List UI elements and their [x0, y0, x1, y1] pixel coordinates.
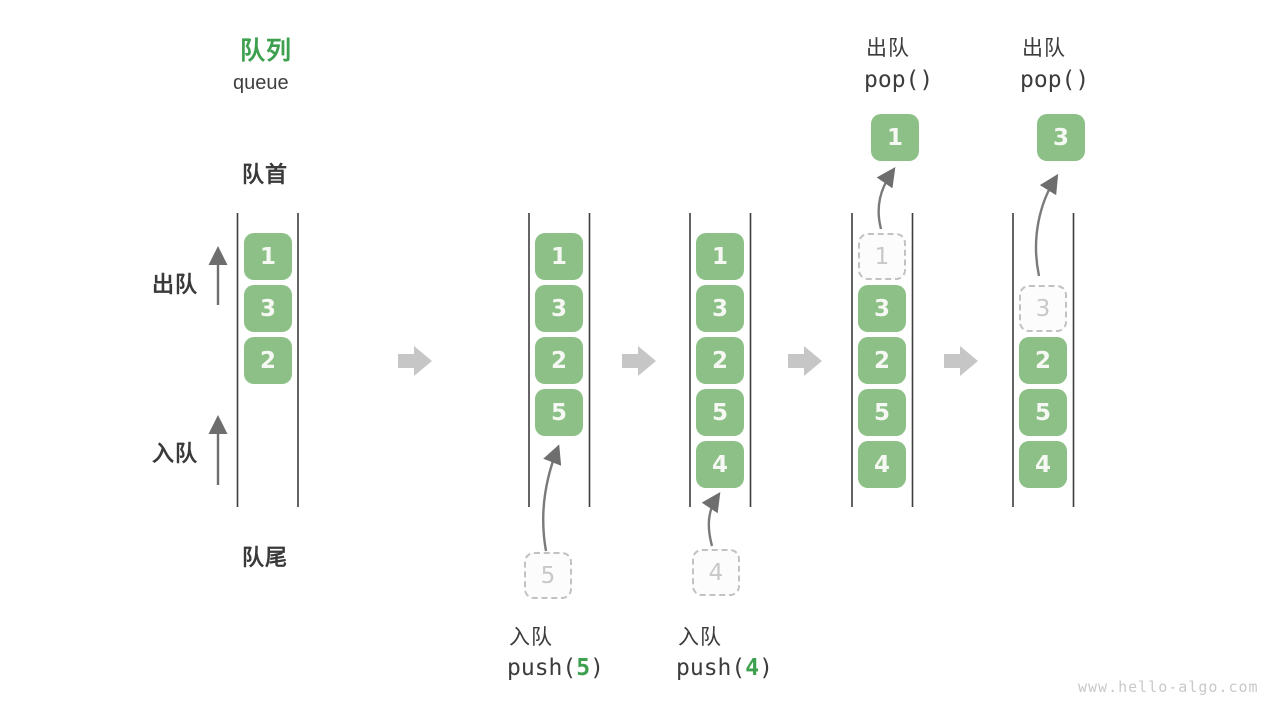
dequeue-op-code: pop()	[1020, 67, 1090, 93]
pop-1-arrow-icon	[876, 167, 896, 230]
queue-cell: 2	[1019, 337, 1067, 384]
label-queue-rear: 队尾	[242, 545, 289, 570]
enqueue-op-label: 入队	[678, 626, 722, 649]
queue-cell: 2	[696, 337, 744, 384]
watermark: www.hello-algo.com	[1078, 678, 1259, 696]
page-subtitle: queue	[233, 72, 289, 94]
queue-cell: 3	[696, 285, 744, 332]
queue-cell: 3	[535, 285, 583, 332]
queue-cell: 1	[535, 233, 583, 280]
queue-cell: 2	[535, 337, 583, 384]
label-dequeue-side: 出队	[152, 272, 199, 297]
code-arg: 4	[745, 655, 760, 681]
push-5-arrow-icon	[541, 444, 562, 552]
page-title: 队列	[240, 37, 293, 65]
popped-cell: 1	[871, 114, 919, 161]
queue-cell: 2	[244, 337, 292, 384]
code-close: )	[590, 655, 604, 681]
code-fn: push(	[676, 655, 746, 681]
transition-arrow-icon	[398, 346, 432, 376]
queue-cell: 3	[858, 285, 906, 332]
label-queue-front: 队首	[242, 162, 289, 187]
code-close: )	[759, 655, 773, 681]
queue-cell: 5	[535, 389, 583, 436]
queue-cell-ghost: 1	[858, 233, 906, 280]
queue-cell: 5	[1019, 389, 1067, 436]
popped-cell: 3	[1037, 114, 1085, 161]
code-arg: 5	[576, 655, 591, 681]
enqueue-op-label: 入队	[509, 626, 553, 649]
queue-cell: 1	[696, 233, 744, 280]
queue-cell: 4	[696, 441, 744, 488]
dequeue-op-code: pop()	[864, 67, 934, 93]
queue-cell: 5	[858, 389, 906, 436]
enqueue-op-code: push(5)	[507, 655, 604, 681]
queue-cell-ghost: 3	[1019, 285, 1067, 332]
staged-cell: 4	[692, 549, 740, 596]
transition-arrow-icon	[622, 346, 656, 376]
pop-3-arrow-icon	[1034, 173, 1059, 277]
queue-cell: 2	[858, 337, 906, 384]
queue-channel-lines	[236, 213, 1075, 507]
label-enqueue-side: 入队	[152, 441, 199, 466]
queue-cell: 3	[244, 285, 292, 332]
dequeue-op-label: 出队	[866, 37, 910, 60]
queue-cell: 4	[858, 441, 906, 488]
dequeue-op-label: 出队	[1022, 37, 1066, 60]
code-fn: push(	[507, 655, 577, 681]
queue-cell: 1	[244, 233, 292, 280]
transition-arrow-icon	[944, 346, 978, 376]
push-4-arrow-icon	[701, 492, 721, 547]
transition-arrow-icon	[788, 346, 822, 376]
staged-cell: 5	[524, 552, 572, 599]
queue-cell: 5	[696, 389, 744, 436]
queue-cell: 4	[1019, 441, 1067, 488]
enqueue-op-code: push(4)	[676, 655, 773, 681]
